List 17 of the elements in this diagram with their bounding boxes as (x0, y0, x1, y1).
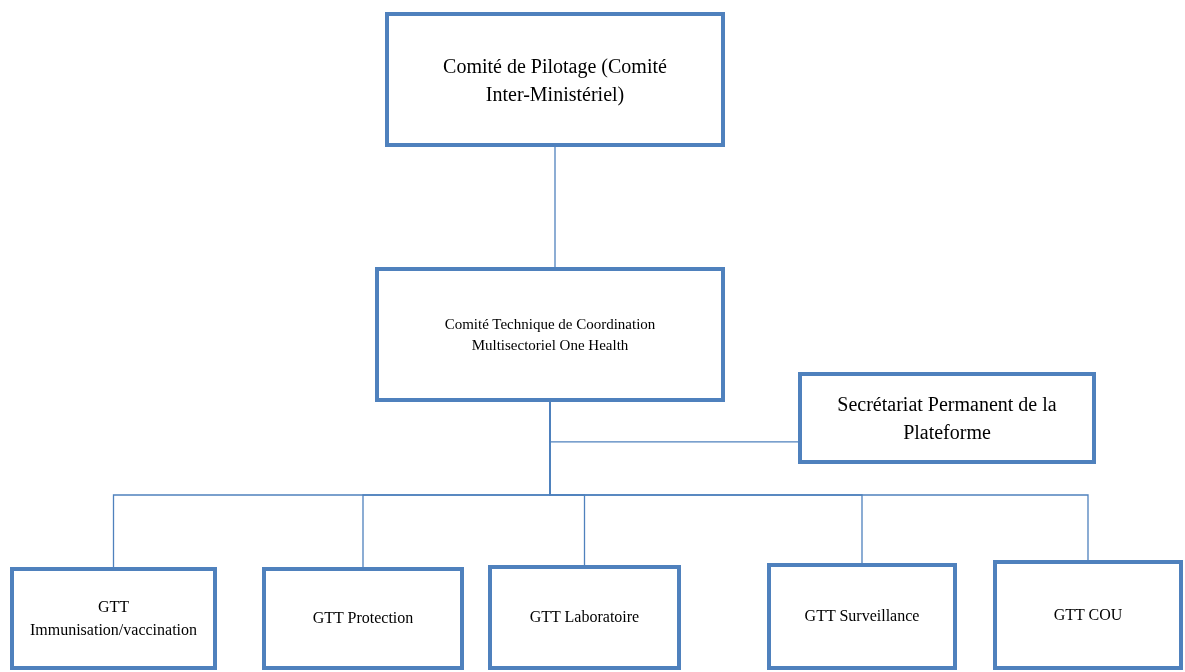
org-box (10, 567, 217, 670)
box-title: GTT COU (1053, 604, 1123, 625)
org-box (385, 12, 725, 147)
box-title: Secrétariat Permanent de la Plateforme (836, 392, 1058, 445)
box-title: GTT Laboratoire (529, 607, 640, 628)
box-title: GTT Surveillance (804, 606, 920, 627)
org-box (767, 563, 957, 670)
box-title: Comité de Pilotage (Comité Inter-Ministériel) (442, 53, 668, 108)
org-box (798, 372, 1096, 464)
org-box (262, 567, 464, 670)
org-box (993, 560, 1183, 670)
org-box (375, 267, 725, 402)
connector-line (554, 146, 556, 268)
box-title: GTT Protection (312, 608, 414, 629)
box-title: Comité Technique de Coordination Multisectoriel One Health (443, 314, 657, 355)
org-box (488, 565, 681, 670)
box-title: GTT Immunisation/vaccination (28, 597, 199, 640)
